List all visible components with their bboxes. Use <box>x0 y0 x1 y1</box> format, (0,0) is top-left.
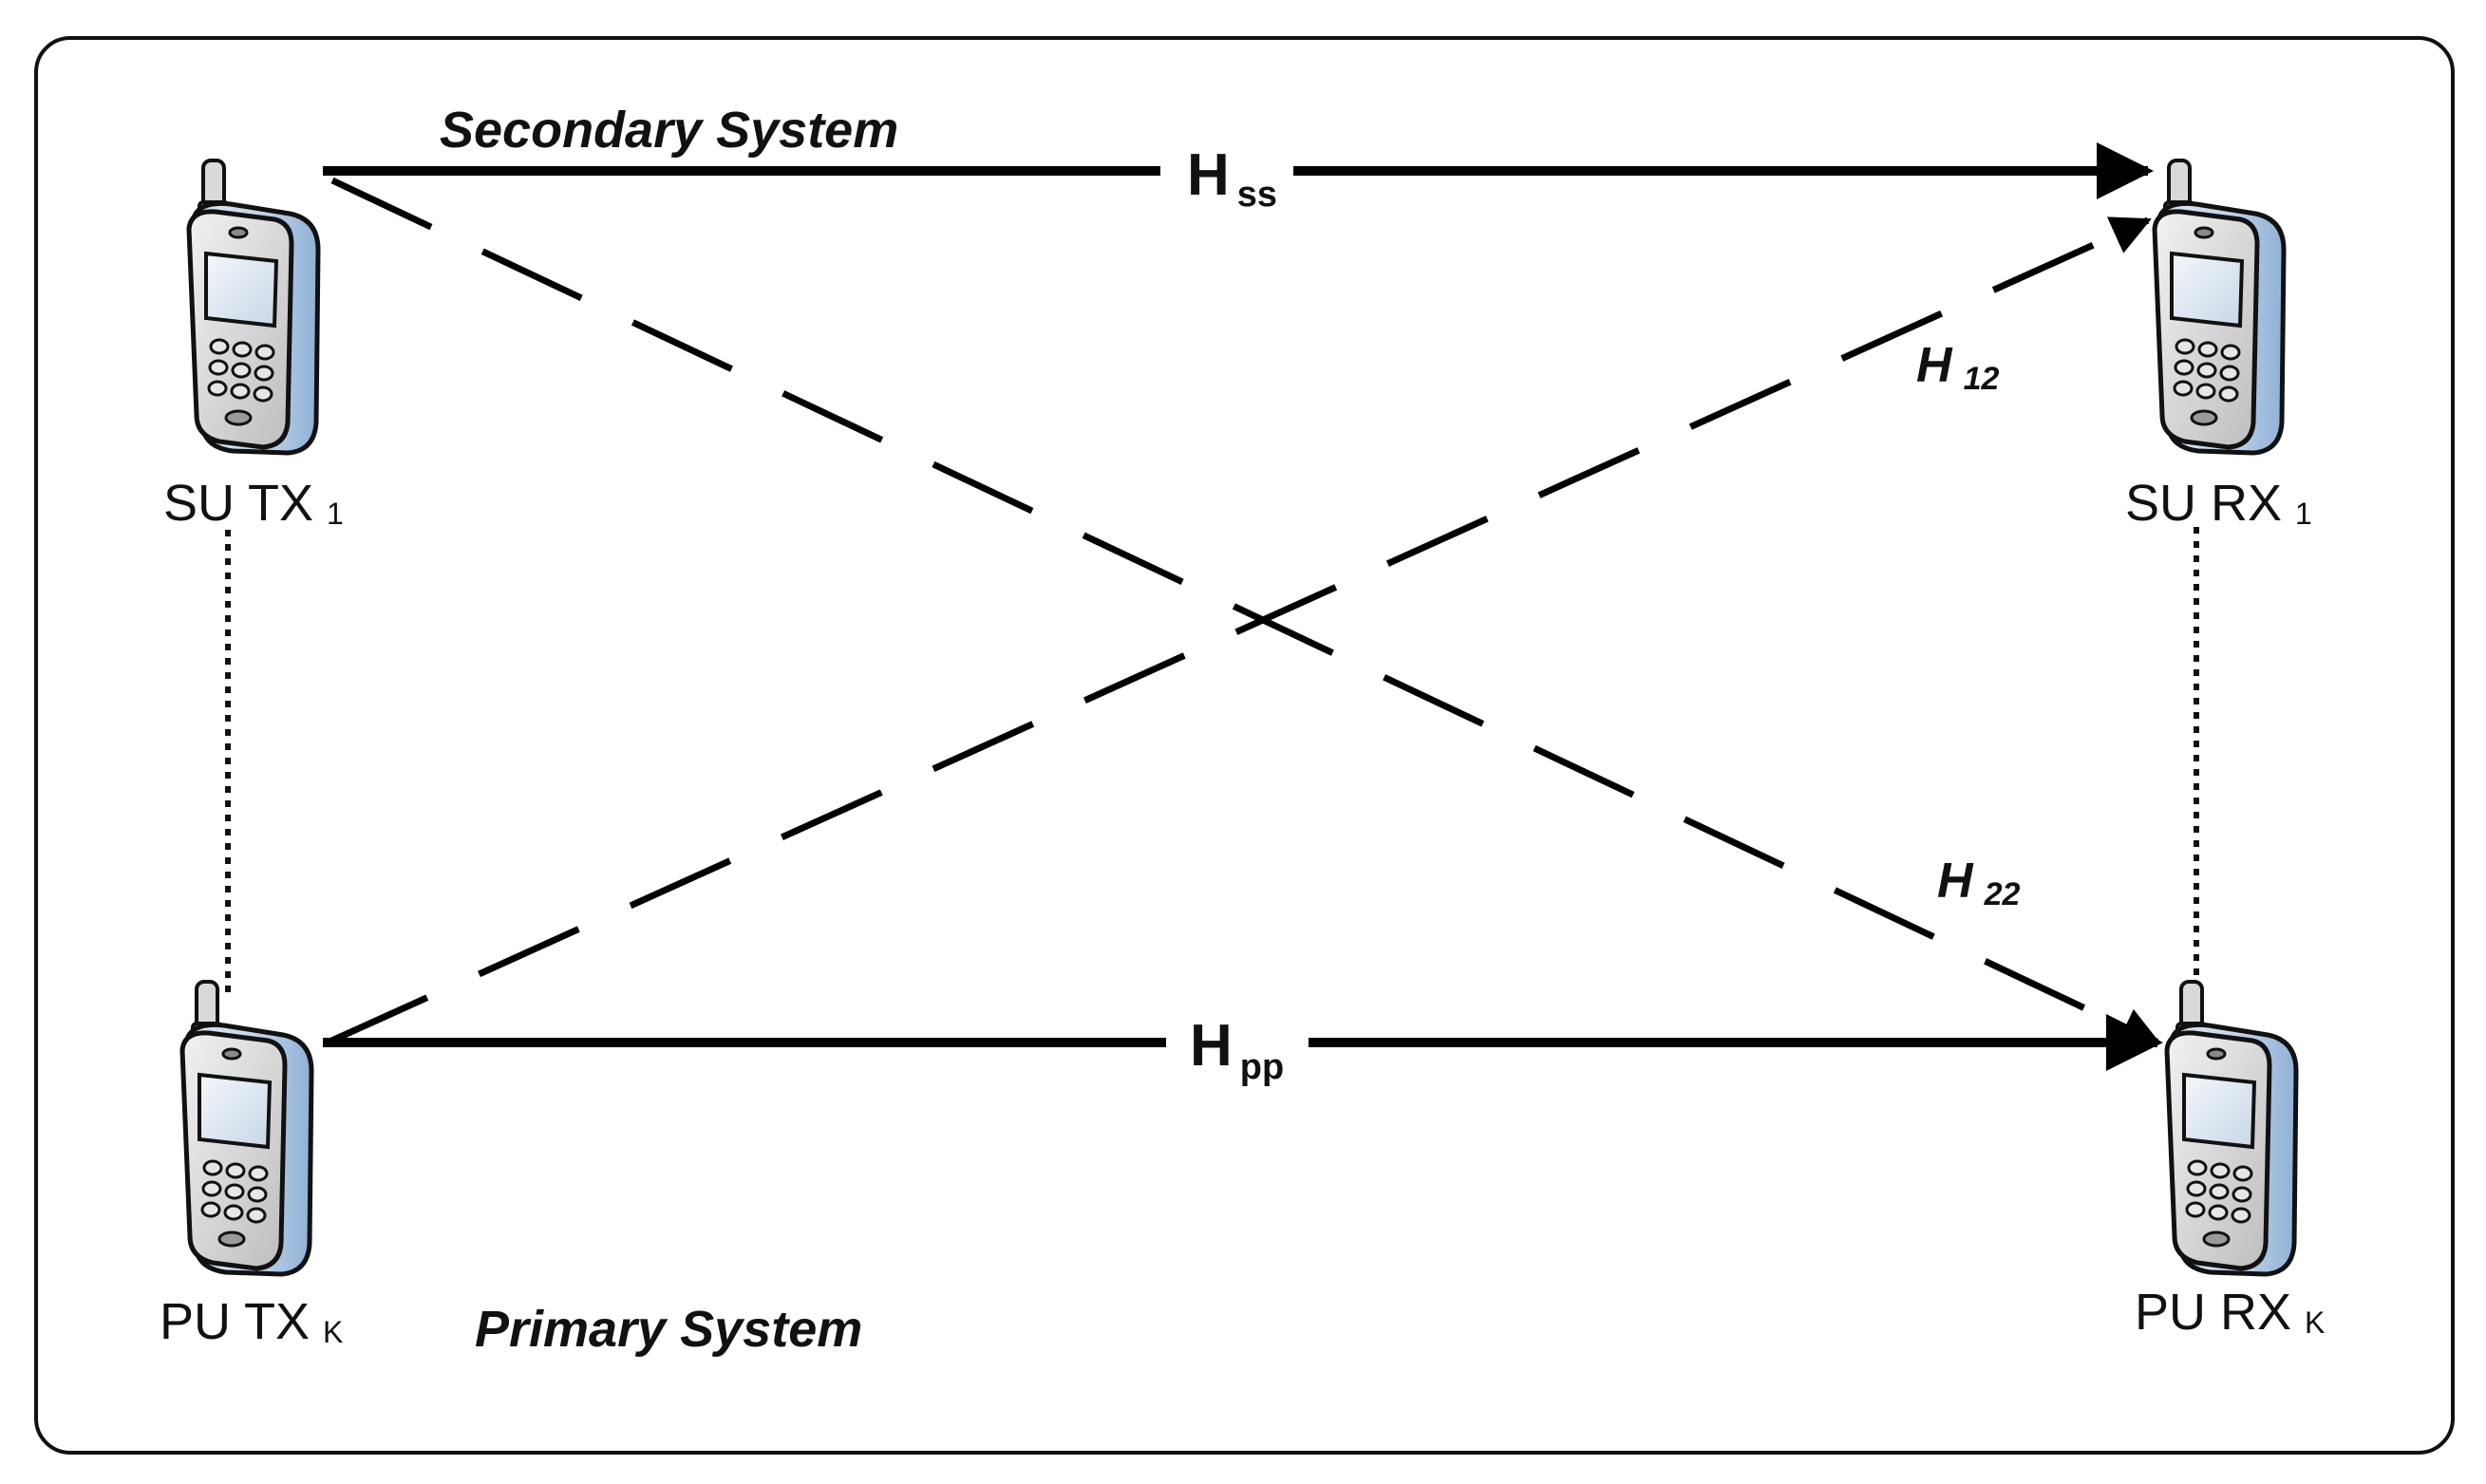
phone-icon-su-tx <box>189 160 318 453</box>
phone-icon-pu-tx <box>182 982 311 1274</box>
phone-icon-pu-rx <box>2167 982 2296 1274</box>
channel-h12-line <box>326 216 2152 1046</box>
channel-h22-line <box>330 177 2161 1046</box>
secondary-system-label: Secondary System <box>440 102 898 159</box>
diagram-frame <box>34 36 2455 1455</box>
primary-system-label: Primary System <box>475 1301 862 1358</box>
phone-icon-su-rx <box>2155 160 2284 453</box>
